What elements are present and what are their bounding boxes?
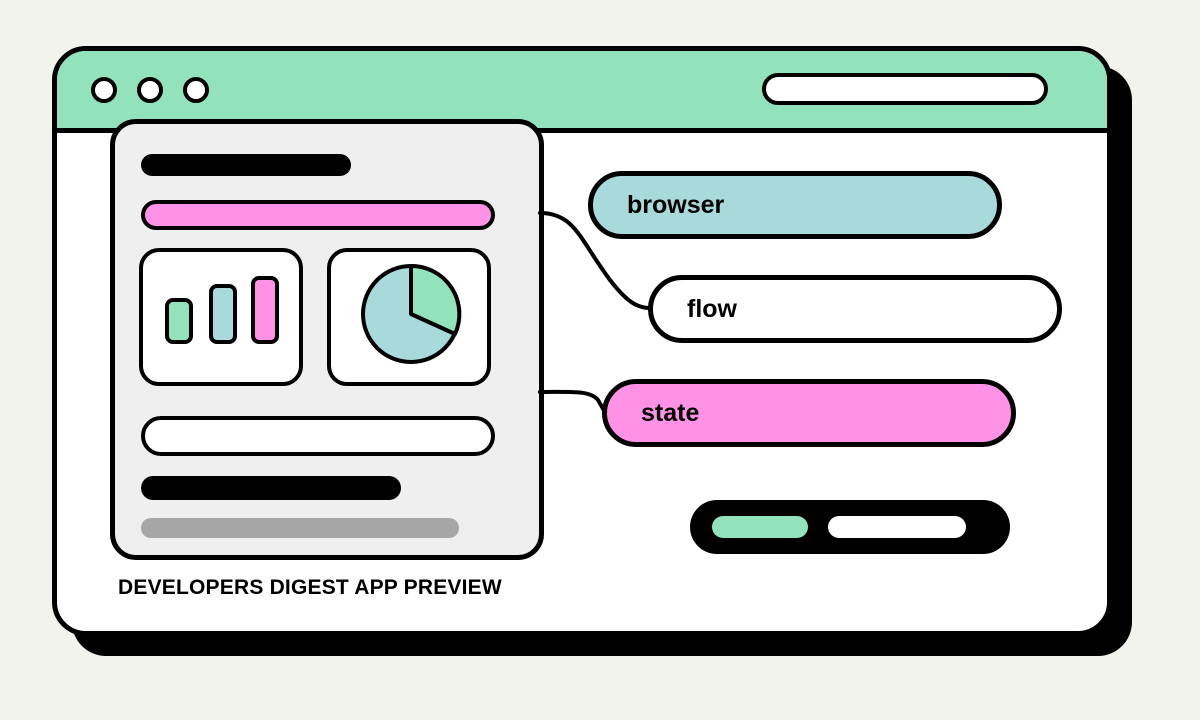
segmented-control: [690, 500, 1010, 554]
bar-chart-card: [139, 248, 303, 386]
preview-text-line: [141, 476, 401, 500]
preview-caption: DEVELOPERS DIGEST APP PREVIEW: [118, 576, 502, 599]
preview-title-line: [141, 154, 351, 176]
connector-flow: [538, 211, 654, 310]
tag-flow-label: flow: [687, 294, 737, 323]
tag-state-label: state: [641, 398, 700, 427]
tag-flow[interactable]: flow: [648, 275, 1062, 343]
close-window-dot[interactable]: [91, 77, 117, 103]
tag-browser[interactable]: browser: [588, 171, 1002, 239]
address-bar[interactable]: [762, 73, 1048, 105]
pie-chart: [361, 263, 462, 364]
preview-muted-line: [141, 518, 459, 538]
minimize-window-dot[interactable]: [137, 77, 163, 103]
pie-chart-card: [327, 248, 491, 386]
maximize-window-dot[interactable]: [183, 77, 209, 103]
preview-highlight-bar: [141, 200, 495, 230]
segment-active[interactable]: [712, 516, 808, 538]
preview-input-bar: [141, 416, 495, 456]
chart-bar-1: [165, 298, 193, 344]
tag-state[interactable]: state: [602, 379, 1016, 447]
pie-slice-green: [409, 263, 462, 336]
tag-browser-label: browser: [627, 190, 725, 219]
chart-bar-3: [251, 276, 279, 344]
connector-state: [538, 389, 608, 414]
chart-bar-2: [209, 284, 237, 344]
title-bar: [57, 51, 1107, 133]
app-preview-panel: [110, 119, 544, 560]
segment-inactive[interactable]: [828, 516, 966, 538]
